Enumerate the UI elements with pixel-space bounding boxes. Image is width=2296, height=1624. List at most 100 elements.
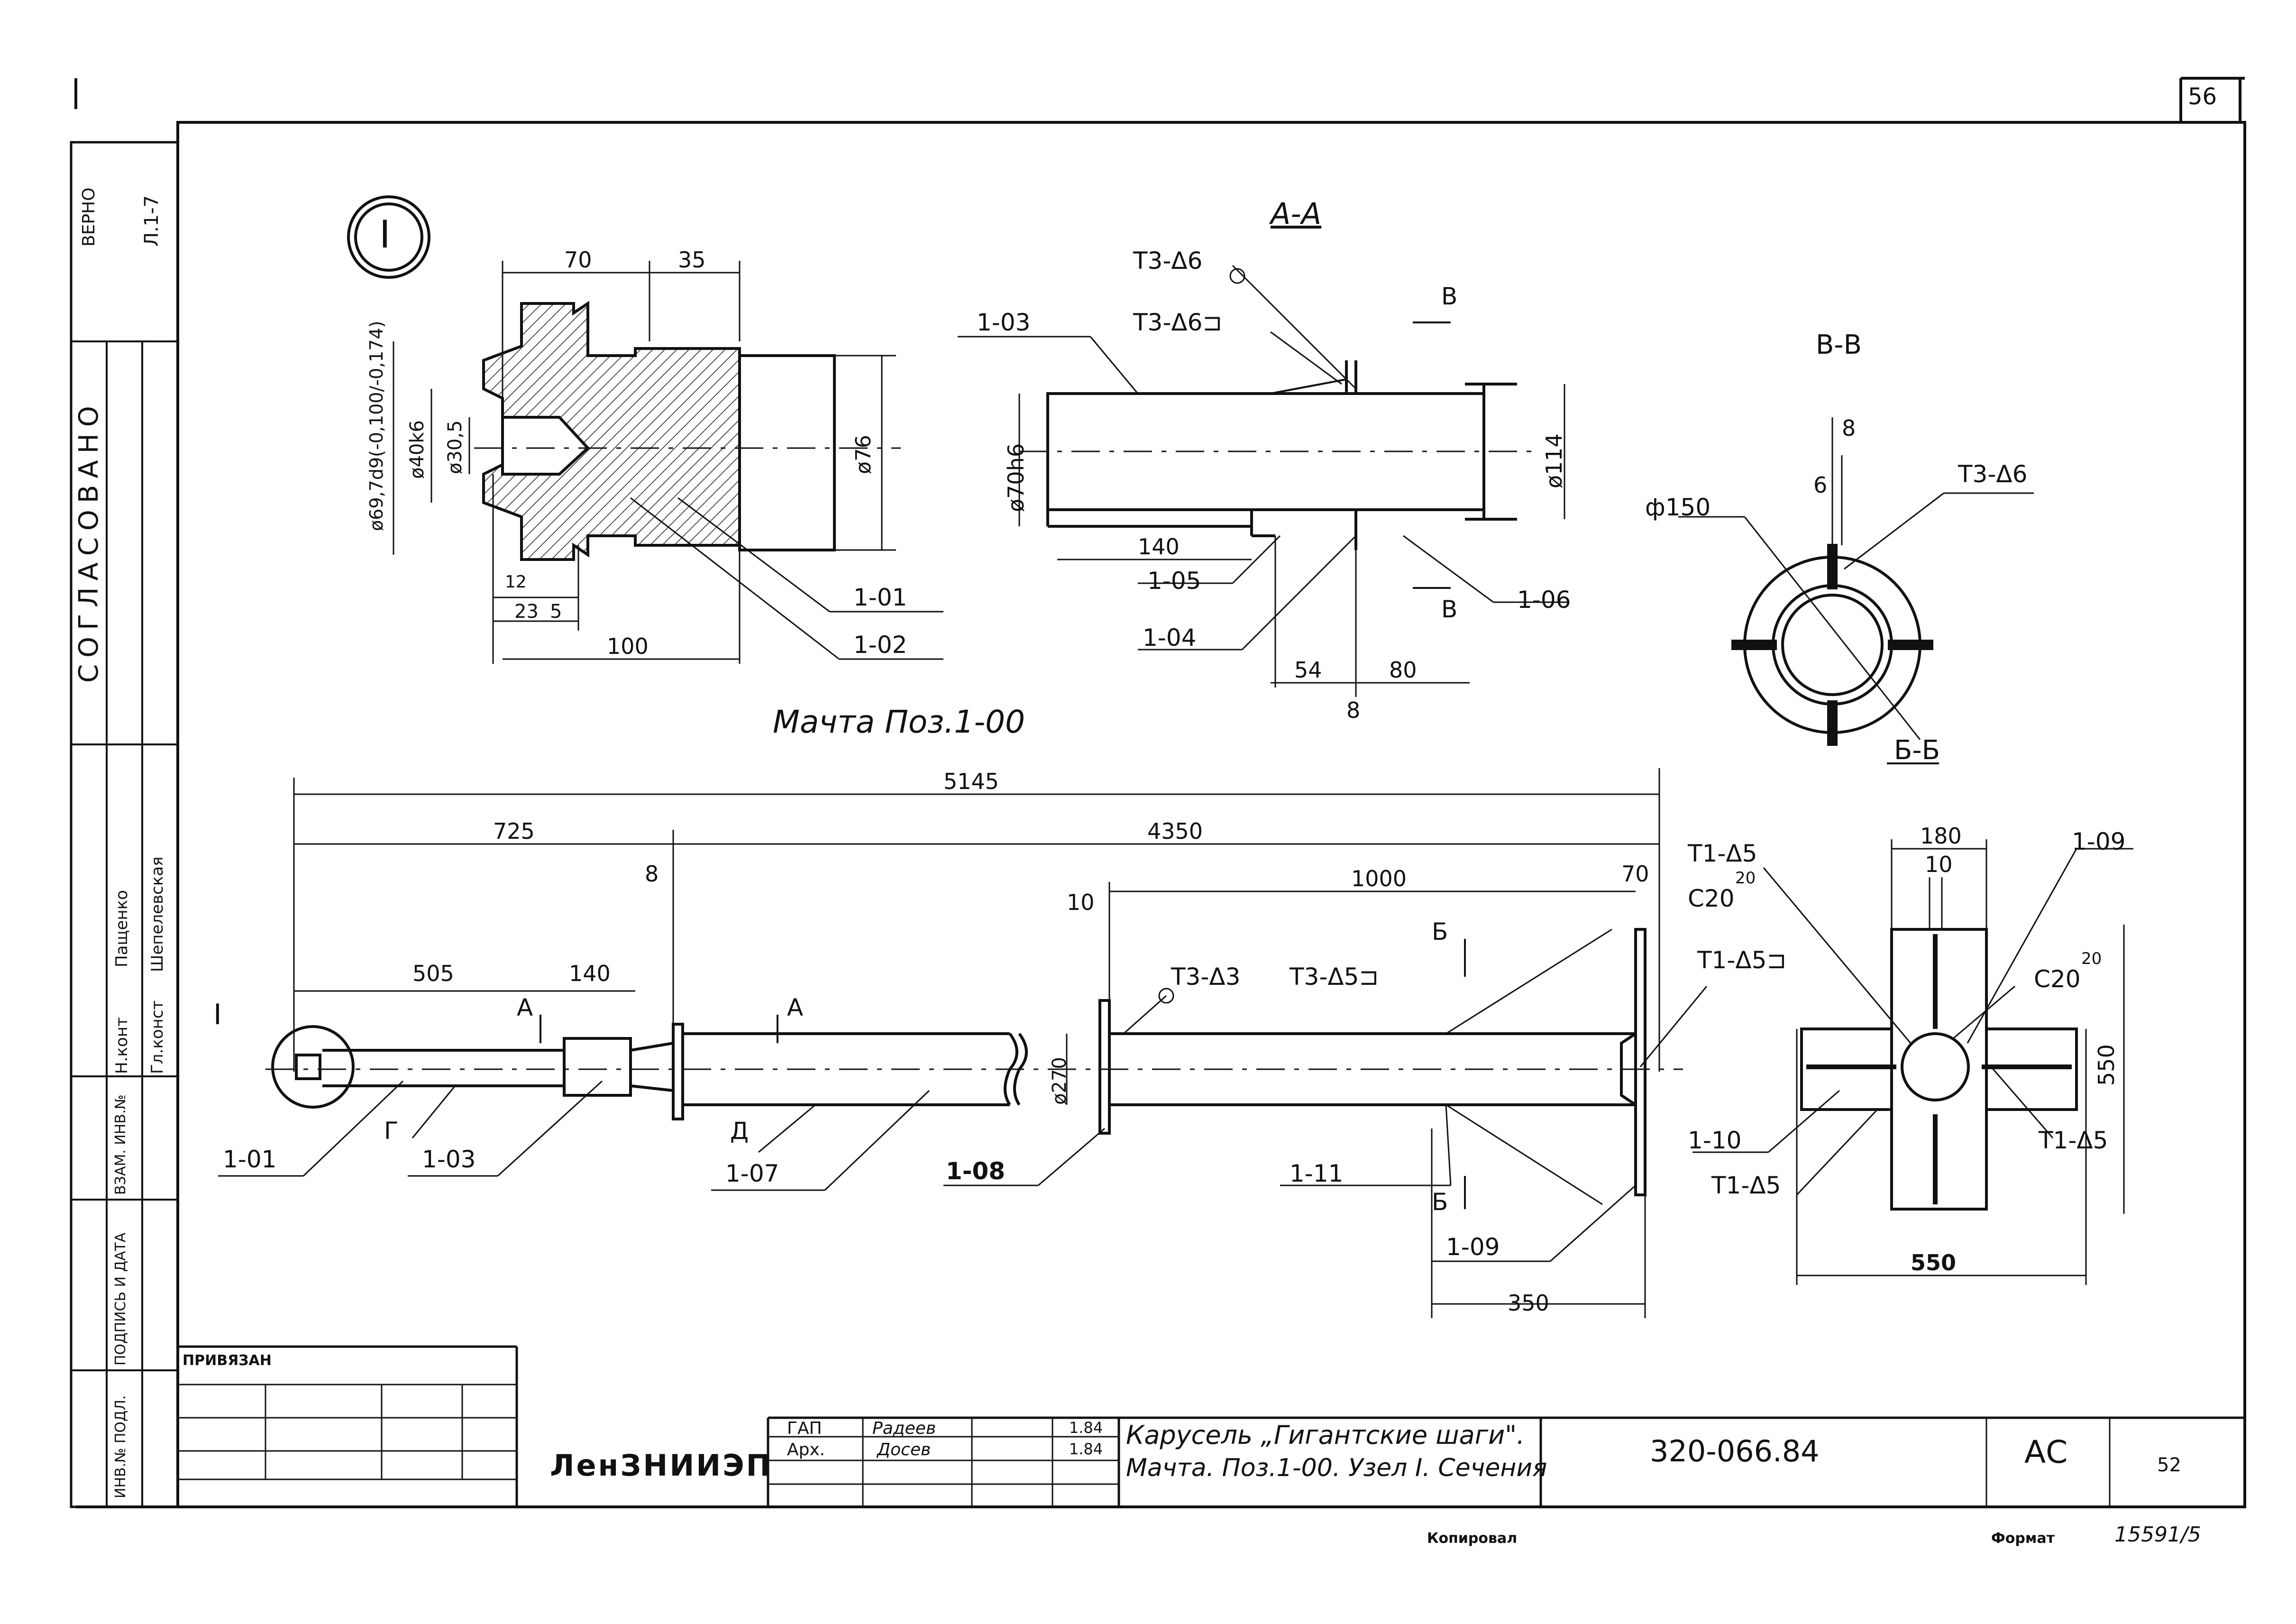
dim-5: 5 (550, 601, 562, 623)
part-1-07: 1-07 (725, 1160, 779, 1187)
dim-70-elev: 70 (1621, 861, 1649, 887)
dim-100: 100 (607, 633, 649, 659)
dim-550-v: 550 (2094, 1044, 2119, 1086)
mast-title: Мачта Поз.1-00 (773, 704, 1025, 740)
role-gap: ГАП (787, 1419, 822, 1438)
section-bb-title: В-В (1816, 330, 1862, 360)
dim-5145: 5145 (943, 769, 999, 794)
dim-d69: ø69,7d9(-0,100/-0,174) (366, 321, 387, 531)
date-2: 1.84 (1069, 1440, 1103, 1458)
part-1-09-elev: 1-09 (1446, 1233, 1500, 1261)
section-aa-drawing (958, 265, 1569, 697)
weld-c20-left-sup: 20 (1735, 869, 1756, 888)
part-1-10: 1-10 (1688, 1127, 1742, 1154)
dim-70: 70 (564, 247, 592, 273)
dim-d270: ø270 (1049, 1057, 1070, 1105)
weld-t1-d5-base: Т1-Δ5 (1688, 840, 1757, 867)
section-base-drawing (1692, 762, 2133, 1285)
inv-orig-label: ИНВ.№ ПОДЛ. (112, 1395, 129, 1498)
stage-code: АС (2024, 1434, 2068, 1470)
stamp-verified: ВЕРНО (79, 187, 99, 247)
part-1-04-aa: 1-04 (1143, 624, 1197, 651)
weld-c20-right: С20 (2034, 965, 2081, 993)
weld-t1-d5-right: Т1-Δ5 (2039, 1127, 2108, 1154)
section-aa-title: А-А (1271, 196, 1322, 231)
dim-8: 8 (645, 861, 659, 887)
dim-8-aa: 8 (1346, 697, 1361, 723)
dim-350: 350 (1508, 1290, 1549, 1316)
node-detail-drawing (393, 261, 943, 664)
part-1-01-detail: 1-01 (853, 584, 907, 611)
dim-6-bb: 6 (1813, 472, 1828, 498)
dim-725: 725 (493, 818, 535, 844)
weld-c20-left: С20 (1688, 885, 1735, 912)
doc-code: 320-066.84 (1650, 1434, 1820, 1468)
marker-a-right: А (787, 994, 804, 1021)
name-paschenko: Пащенко (112, 890, 131, 967)
part-1-11: 1-11 (1290, 1160, 1344, 1187)
part-1-01: 1-01 (223, 1146, 277, 1173)
dim-1000: 1000 (1351, 866, 1407, 891)
node-marker-circle (347, 195, 430, 279)
weld-t1-d5-elev: Т1-Δ5⊐ (1697, 946, 1787, 974)
marker-b-bottom: Б (1432, 1188, 1448, 1216)
name-dosev: Досев (877, 1440, 931, 1459)
date-1: 1.84 (1069, 1419, 1103, 1437)
dim-140-aa: 140 (1138, 534, 1180, 560)
sheet-corner-mark: 52 (2157, 1454, 2181, 1476)
section-base-title: Б-Б (1894, 735, 1940, 766)
part-1-05-aa: 1-05 (1147, 567, 1201, 595)
role-nkont: Н.конт (112, 1017, 131, 1074)
name-shepelevskaya: Шепелевская (148, 856, 167, 972)
dim-d76: ø76 (851, 435, 876, 474)
dim-8-bb: 8 (1842, 415, 1856, 441)
mast-elevation-drawing (218, 768, 1708, 1318)
dim-10: 10 (1067, 890, 1095, 915)
marker-node-i: I (213, 998, 222, 1031)
dim-23: 23 (514, 601, 539, 623)
weld-t3-d6-b: Т3-Δ6⊐ (1133, 309, 1223, 336)
weld-t1-d5-lower: Т1-Δ5 (1711, 1172, 1781, 1199)
weld-c20-right-sup: 20 (2081, 949, 2102, 968)
part-1-06-aa: 1-06 (1517, 586, 1571, 614)
marker-b-top: Б (1432, 918, 1448, 945)
dim-f150: ф150 (1645, 494, 1711, 521)
weld-t3-d6-bb: Т3-Δ6 (1958, 460, 2028, 488)
marker-d: Д (730, 1117, 749, 1145)
part-1-09-base: 1-09 (2072, 828, 2126, 855)
node-marker-label: I (379, 212, 391, 257)
role-arch: Арх. (787, 1440, 825, 1459)
weld-t3-d3: Т3-Δ3 (1171, 963, 1241, 991)
dim-180: 180 (1920, 823, 1962, 849)
agreed-label: СОГЛАСОВАНО (73, 399, 104, 683)
attached-label: ПРИВЯЗАН (183, 1352, 272, 1369)
stamp-sign: Л.1-7 (141, 195, 163, 247)
dim-35: 35 (678, 247, 706, 273)
name-radeev: Радеев (872, 1419, 936, 1438)
part-1-08: 1-08 (946, 1157, 1006, 1185)
dim-12: 12 (505, 572, 527, 592)
marker-a-left: А (517, 994, 533, 1021)
page-number: 56 (2188, 83, 2217, 110)
copied-label: Копировал (1427, 1530, 1518, 1547)
section-mark-b-bottom: В (1441, 596, 1458, 623)
title-line-2: Мачта. Поз.1-00. Узел I. Сечения (1126, 1454, 1547, 1482)
dim-d114: ø114 (1541, 433, 1567, 488)
part-1-02-detail: 1-02 (853, 631, 907, 659)
role-glkonst: Гл.конст (148, 1000, 167, 1074)
weld-t3-d5: Т3-Δ5⊐ (1290, 963, 1379, 991)
dim-4350: 4350 (1147, 818, 1203, 844)
dim-505: 505 (412, 961, 454, 986)
dim-d40k6: ø40k6 (406, 420, 428, 479)
inv-subst-label: ВЗАМ. ИНВ.№ (112, 1094, 129, 1195)
section-bb-drawing (1678, 417, 2034, 746)
dim-10-base: 10 (1925, 852, 1953, 877)
part-1-03-aa: 1-03 (977, 309, 1031, 336)
dim-54: 54 (1294, 657, 1322, 683)
dim-550-h: 550 (1911, 1250, 1957, 1275)
marker-g: Г (384, 1117, 399, 1145)
weld-t3-d6-a: Т3-Δ6 (1133, 247, 1203, 275)
org-name: ЛенЗНИИЭП (550, 1448, 773, 1483)
